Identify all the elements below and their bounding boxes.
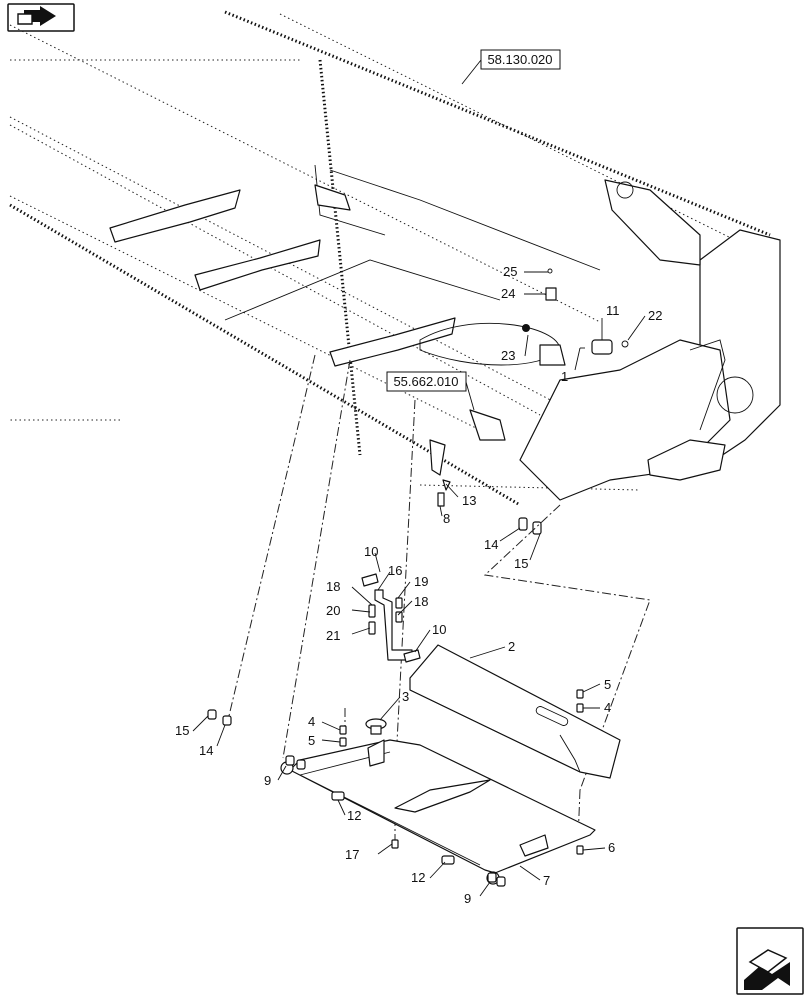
callout-4-right: 4 [604, 700, 611, 715]
callout-10-top: 10 [364, 544, 378, 559]
callout-14-left: 14 [199, 743, 213, 758]
callout-7: 7 [543, 873, 550, 888]
callout-18-right: 18 [414, 594, 428, 609]
callout-20: 20 [326, 603, 340, 618]
callout-10-mid: 10 [432, 622, 446, 637]
callout-4-left: 4 [308, 714, 315, 729]
reference-label-top: 58.130.020 [487, 52, 552, 67]
shield-tray [280, 718, 596, 885]
support-bracket [361, 573, 421, 663]
next-page-arrow-icon[interactable] [736, 927, 804, 995]
callout-3: 3 [402, 689, 409, 704]
callout-21: 21 [326, 628, 340, 643]
callout-16: 16 [388, 563, 402, 578]
callout-15-left: 15 [175, 723, 189, 738]
callout-12-left: 12 [347, 808, 361, 823]
callout-2: 2 [508, 639, 515, 654]
callout-22: 22 [648, 308, 662, 323]
callout-labels: 25 24 11 22 23 1 13 8 14 15 10 16 18 19 … [175, 264, 662, 906]
callout-19: 19 [414, 574, 428, 589]
callout-15-top: 15 [514, 556, 528, 571]
callout-23: 23 [501, 348, 515, 363]
callout-9-left: 9 [264, 773, 271, 788]
callout-1: 1 [561, 369, 568, 384]
reference-label-mid: 55.662.010 [393, 374, 458, 389]
callout-12-bottom: 12 [411, 870, 425, 885]
callout-9-bottom: 9 [464, 891, 471, 906]
callout-13: 13 [462, 493, 476, 508]
callout-24: 24 [501, 286, 515, 301]
book-arrow-icon[interactable] [7, 3, 75, 32]
callout-5-left: 5 [308, 733, 315, 748]
callout-11: 11 [606, 303, 620, 318]
callout-14-top: 14 [484, 537, 498, 552]
hardware [207, 689, 584, 887]
callout-18-left: 18 [326, 579, 340, 594]
callout-5-right: 5 [604, 677, 611, 692]
reference-box-mid[interactable]: 55.662.010 [386, 371, 475, 411]
callout-leaders [192, 271, 646, 897]
reference-box-top[interactable]: 58.130.020 [461, 49, 561, 85]
callout-6: 6 [608, 840, 615, 855]
callout-8: 8 [443, 511, 450, 526]
callout-17: 17 [345, 847, 359, 862]
cover-panel [409, 644, 621, 779]
header-frame [9, 10, 781, 507]
callout-25: 25 [503, 264, 517, 279]
